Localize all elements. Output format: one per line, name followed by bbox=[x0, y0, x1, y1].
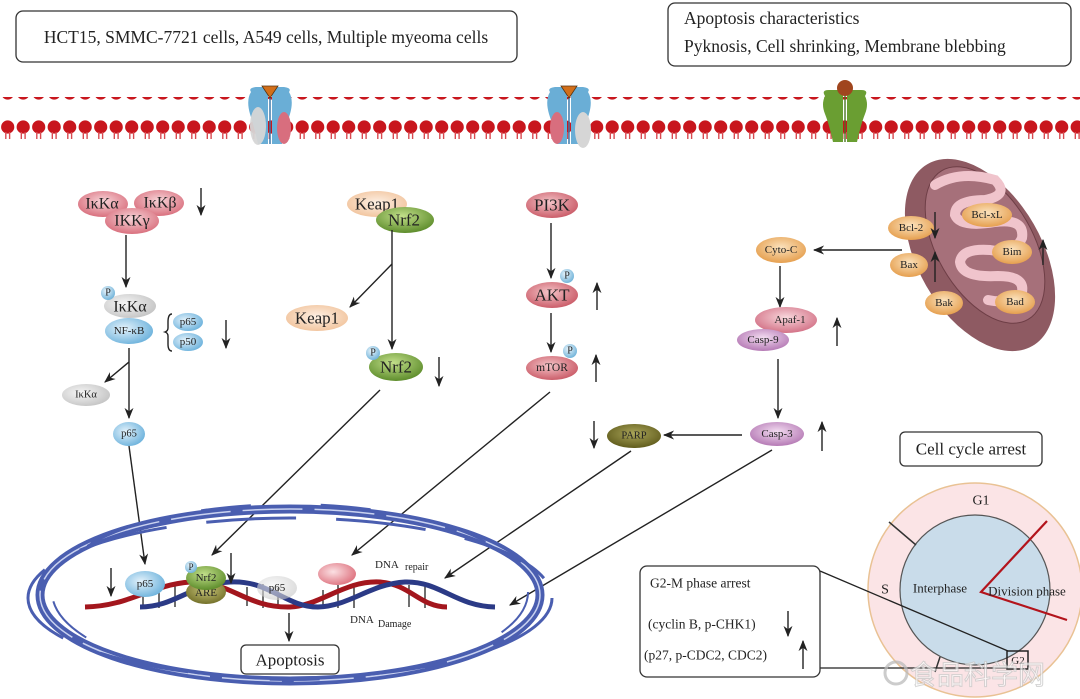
cyto-c-label: Cyto-C bbox=[765, 244, 797, 256]
dna-damage-sub-label: Damage bbox=[378, 619, 412, 630]
cell-membrane bbox=[0, 97, 1080, 139]
ligand-triangle-icon bbox=[261, 85, 279, 99]
receptor-green bbox=[823, 80, 867, 142]
dna-damage-label: DNA bbox=[350, 614, 374, 626]
free-p65-label: p65 bbox=[121, 429, 137, 440]
are-label: ARE bbox=[195, 587, 217, 599]
casp9-label: Casp-9 bbox=[747, 334, 779, 346]
ikk-gamma-label: IKKγ bbox=[114, 213, 150, 230]
nrf2-complex-label: Nrf2 bbox=[388, 211, 420, 230]
apaf1-label: Apaf-1 bbox=[774, 314, 805, 326]
g1-label: G1 bbox=[972, 494, 989, 509]
bak-label: Bak bbox=[935, 297, 953, 309]
g2m-arrest-title: G2-M phase arrest bbox=[650, 576, 751, 591]
receptor-blue-right bbox=[547, 85, 591, 148]
apoptosis-characteristics-box: Apoptosis characteristics Pyknosis, Cell… bbox=[667, 2, 1072, 67]
interphase-label: Interphase bbox=[913, 581, 967, 596]
nuclear-proteins: p65 ARE Nrf2 P p65 DNA repair DNA Damage… bbox=[106, 553, 429, 675]
bax-label: Bax bbox=[900, 259, 918, 271]
ikk-beta-label: IκKβ bbox=[143, 195, 176, 212]
weibo-icon bbox=[883, 660, 909, 686]
phospho-label: P bbox=[564, 271, 570, 282]
nuclear-nrf2-label: Nrf2 bbox=[196, 572, 217, 584]
p65-label: p65 bbox=[180, 316, 197, 328]
p50-label: p50 bbox=[180, 336, 197, 348]
cell-lines-text: HCT15, SMMC-7721 cells, A549 cells, Mult… bbox=[44, 27, 488, 47]
akt-label: AKT bbox=[535, 286, 571, 305]
pi3k-pathway: PI3K P AKT P mTOR bbox=[351, 192, 602, 556]
watermark: 食品科学网 bbox=[883, 660, 1046, 692]
mtor-label: mTOR bbox=[536, 362, 568, 374]
p-ikk-alpha-label: IκKα bbox=[113, 299, 147, 316]
nfkb-pathway: IκKα IκKβ IKKγ P IκKα NF-κB p65 p50 IκKα… bbox=[62, 188, 231, 566]
bim-label: Bim bbox=[1003, 246, 1022, 258]
cell-cycle-arrest-title: Cell cycle arrest bbox=[916, 440, 1027, 459]
ikk-alpha-label: IκKα bbox=[85, 196, 119, 213]
down-proteins-label: (cyclin B, p-CHK1) bbox=[648, 617, 756, 632]
g2-label: G2 bbox=[1011, 655, 1024, 667]
apoptosis-outcome-label: Apoptosis bbox=[256, 651, 325, 670]
keap1-complex-label: Keap1 bbox=[355, 195, 399, 214]
casp3-label: Casp-3 bbox=[761, 428, 793, 440]
watermark-text: 食品科学网 bbox=[910, 661, 1045, 692]
receptor-blue-left bbox=[248, 85, 292, 145]
faded-p65-label: p65 bbox=[269, 582, 286, 594]
caspase-cascade: Cyto-C Apaf-1 Casp-9 Casp-3 PARP bbox=[444, 237, 902, 606]
ligand-triangle-icon bbox=[560, 85, 578, 99]
nrf2-pathway: Keap1 Nrf2 Keap1 P Nrf2 bbox=[211, 191, 444, 556]
nucleus bbox=[26, 503, 554, 686]
up-proteins-label: (p27, p-CDC2, CDC2) bbox=[644, 648, 767, 663]
p-nrf2-label: Nrf2 bbox=[380, 358, 412, 377]
bcl2-label: Bcl-2 bbox=[899, 222, 923, 234]
nfkb-label: NF-κB bbox=[114, 325, 145, 337]
dna-repair-sub-label: repair bbox=[405, 562, 429, 573]
s-label: S bbox=[881, 583, 889, 598]
phospho-label: P bbox=[567, 346, 573, 357]
division-phase-label: Division phase bbox=[988, 584, 1066, 599]
phospho-label: P bbox=[370, 348, 376, 359]
apoptosis-characteristics-features: Pyknosis, Cell shrinking, Membrane blebb… bbox=[684, 36, 1006, 56]
cell-cycle: Cell cycle arrest G1 S Interphase Divisi… bbox=[639, 431, 1080, 698]
phospho-label: P bbox=[188, 562, 193, 572]
dna-repair-label: DNA bbox=[375, 559, 399, 571]
apoptosis-characteristics-title: Apoptosis characteristics bbox=[684, 8, 860, 28]
bcl2-family: Bcl-2 Bax Bcl-xL Bim Bak Bad bbox=[888, 203, 1048, 315]
bclxl-label: Bcl-xL bbox=[971, 209, 1002, 221]
released-ikk-alpha-label: IκKα bbox=[75, 390, 97, 401]
cell-lines-box: HCT15, SMMC-7721 cells, A549 cells, Mult… bbox=[15, 10, 518, 63]
pi3k-label: PI3K bbox=[534, 196, 571, 215]
nuclear-p65-label: p65 bbox=[137, 578, 154, 590]
keap1-free-label: Keap1 bbox=[295, 309, 339, 328]
phospho-label: P bbox=[105, 288, 111, 299]
bad-label: Bad bbox=[1006, 296, 1024, 308]
parp-label: PARP bbox=[621, 431, 646, 442]
ligand-circle-icon bbox=[837, 80, 853, 96]
